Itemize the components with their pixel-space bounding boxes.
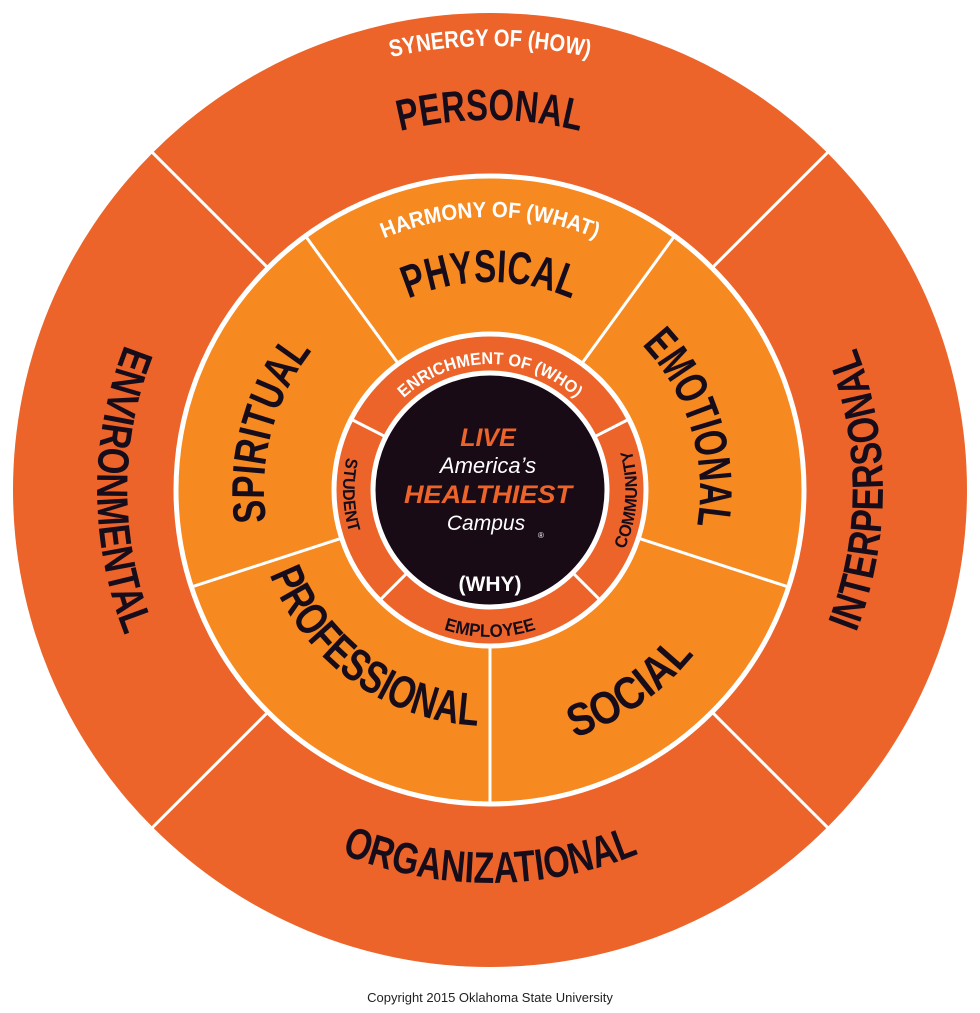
inner-ring-dividers	[351, 418, 629, 601]
inner-divider	[594, 418, 629, 438]
middle-divider	[304, 235, 400, 365]
copyright-notice: Copyright 2015 Oklahoma State University	[367, 990, 613, 1005]
middle-divider	[637, 536, 789, 589]
core-healthiest: HEALTHIEST	[404, 481, 575, 509]
outer-divider	[150, 712, 268, 830]
outer-divider	[150, 150, 268, 268]
core-slogan: LIVE America’s HEALTHIEST Campus ® (WHY)	[404, 424, 575, 596]
core-circle	[370, 370, 610, 610]
core-americas: America’s	[438, 453, 536, 478]
outer-ring-dividers	[150, 150, 830, 830]
inner-divider	[351, 418, 386, 438]
outer-divider	[712, 712, 830, 830]
core-campus: Campus	[447, 512, 526, 535]
middle-divider	[191, 536, 343, 589]
registered-mark: ®	[538, 531, 544, 540]
outer-divider	[712, 150, 830, 268]
inner-divider	[379, 572, 408, 601]
core-live: LIVE	[460, 424, 517, 452]
middle-ring-dividers	[191, 235, 789, 803]
inner-divider	[572, 572, 601, 601]
core-why: (WHY)	[459, 573, 522, 596]
middle-divider	[580, 235, 676, 365]
